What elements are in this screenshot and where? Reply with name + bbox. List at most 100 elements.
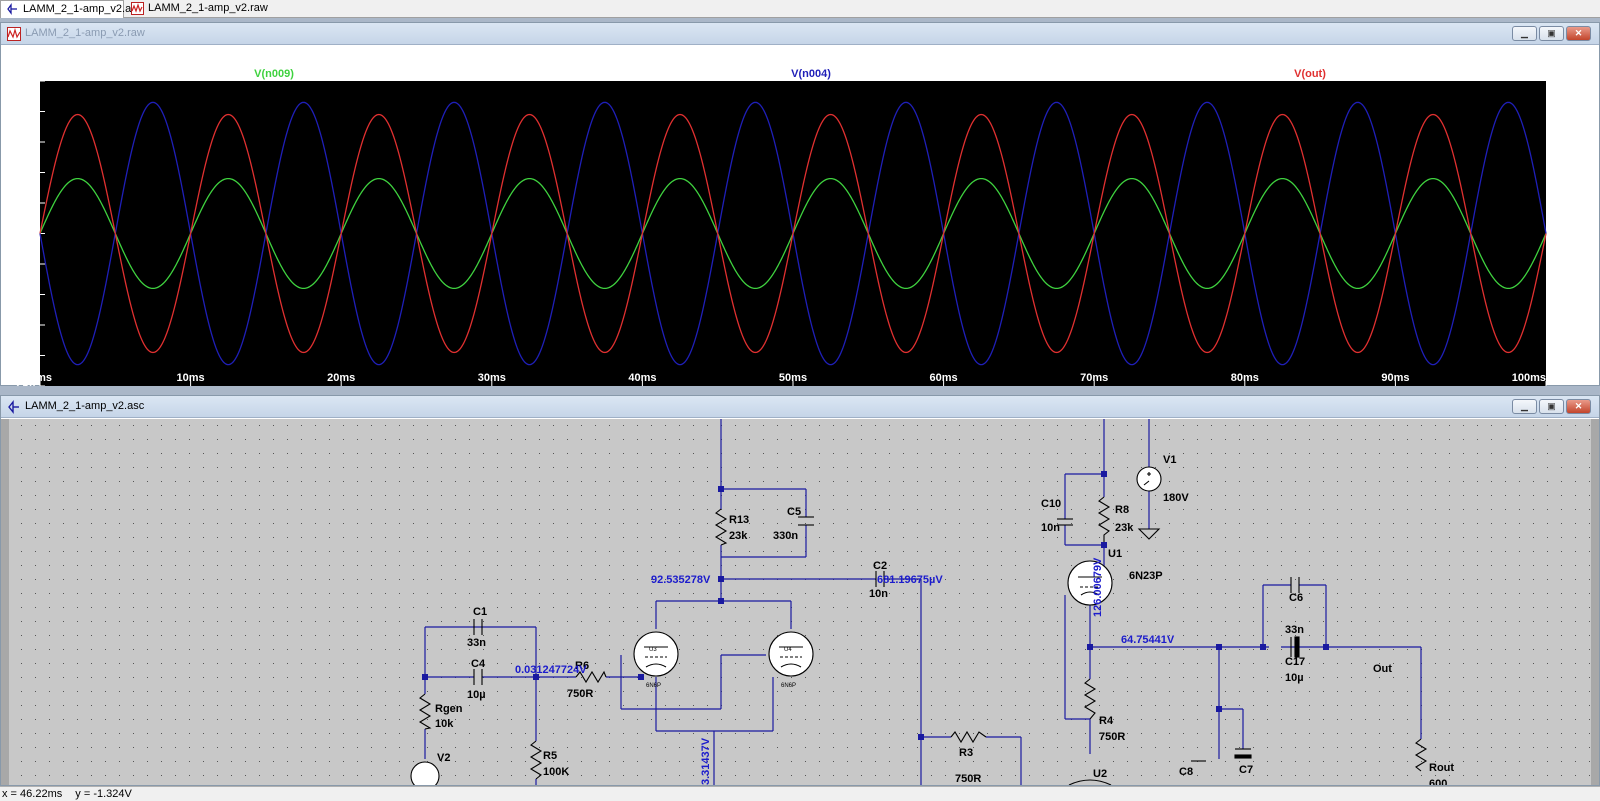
schematic-window-titlebar[interactable]: LAMM_2_1-amp_v2.asc ▁ ▣ ✕	[1, 396, 1599, 418]
close-button[interactable]: ✕	[1566, 399, 1591, 414]
label-r8: R8	[1115, 504, 1129, 516]
label-v1: V1	[1163, 454, 1176, 466]
document-tab-bar: LAMM_2_1-amp_v2.asc LAMM_2_1-amp_v2.raw	[0, 0, 1600, 18]
label-rout: Rout	[1429, 762, 1454, 774]
label-c7: C7	[1239, 764, 1253, 776]
label-v1-value: 180V	[1163, 492, 1189, 504]
schematic-icon	[8, 400, 19, 414]
y-tick-label: 0.5V	[13, 198, 36, 210]
label-c10-value: 10n	[1041, 522, 1060, 534]
x-tick-label: 20ms	[327, 372, 355, 384]
label-c17-value: 10µ	[1285, 672, 1304, 684]
x-tick-label: 40ms	[628, 372, 656, 384]
junctions	[422, 471, 1329, 740]
resistor-r6[interactable]	[575, 670, 607, 684]
y-tick-label: 2.0V	[13, 107, 36, 119]
resistor-rgen[interactable]	[418, 693, 432, 730]
wires	[424, 419, 1422, 785]
resistor-r5[interactable]	[529, 740, 543, 780]
label-c6-value: 33n	[1285, 624, 1304, 636]
tube-right[interactable]	[768, 631, 814, 677]
resistor-r4[interactable]	[1083, 678, 1097, 720]
node-voltage-c2: 681.19675µV	[877, 574, 943, 586]
resistor-r8[interactable]	[1097, 496, 1111, 545]
label-rout-value: 600	[1429, 778, 1447, 785]
resistor-r3[interactable]	[950, 730, 987, 744]
components	[410, 466, 1428, 785]
y-tick-label: 1.0V	[13, 168, 36, 180]
label-c8: C8	[1179, 766, 1193, 778]
schematic-window: LAMM_2_1-amp_v2.asc ▁ ▣ ✕	[0, 395, 1600, 786]
tube-left[interactable]	[633, 631, 679, 677]
label-r6: R6	[575, 660, 589, 672]
x-tick-label: 0ms	[30, 372, 52, 384]
node-voltage-cathode: 3.31437V	[700, 737, 712, 785]
minimize-icon: ▁	[1521, 401, 1528, 411]
window-controls: ▁ ▣ ✕	[1510, 26, 1591, 41]
schematic-icon	[7, 3, 17, 15]
label-c5-value: 330n	[773, 530, 798, 542]
label-r5-value: 100K	[543, 766, 569, 778]
label-r8-value: 23k	[1115, 522, 1134, 534]
tube-u1[interactable]	[1067, 560, 1113, 606]
label-r6-value: 750R	[567, 688, 593, 700]
x-tick-label: 50ms	[779, 372, 807, 384]
label-out: Out	[1373, 663, 1392, 675]
minimize-icon: ▁	[1521, 28, 1528, 38]
label-c5: C5	[787, 506, 801, 518]
node-voltage-u1: 126.00679V	[1092, 557, 1104, 617]
minimize-button[interactable]: ▁	[1512, 26, 1537, 41]
label-c1: C1	[473, 606, 487, 618]
restore-button[interactable]: ▣	[1539, 399, 1564, 414]
cursor-x-readout: x = 46.22ms	[2, 788, 63, 800]
label-r13-value: 23k	[729, 530, 748, 542]
label-v2: V2	[437, 752, 450, 764]
minimize-button[interactable]: ▁	[1512, 399, 1537, 414]
y-tick-label: 0.0V	[13, 229, 36, 241]
schematic-canvas[interactable]: V1 180V C10 10n R8 23k U1 6N23P R13 23k …	[1, 419, 1599, 785]
label-c2: C2	[873, 560, 887, 572]
tab-waveform[interactable]: LAMM_2_1-amp_v2.raw	[126, 0, 268, 18]
label-r13: R13	[729, 514, 749, 526]
node-voltage-out: 64.75441V	[1121, 634, 1175, 646]
label-c2-value: 10n	[869, 588, 888, 600]
voltage-source-v2[interactable]	[410, 761, 440, 785]
legend-entry[interactable]: V(n009)	[254, 68, 294, 80]
x-tick-label: 80ms	[1231, 372, 1259, 384]
y-tick-label: 2.5V	[13, 76, 36, 88]
voltage-source-v1[interactable]	[1136, 466, 1162, 492]
label-tube-left-top: U3	[649, 647, 657, 653]
x-tick-label: 60ms	[930, 372, 958, 384]
resistor-rout[interactable]	[1414, 738, 1428, 772]
tab-label: LAMM_2_1-amp_v2.asc	[23, 3, 143, 15]
restore-button[interactable]: ▣	[1539, 26, 1564, 41]
x-tick-label: 10ms	[177, 372, 205, 384]
y-tick-label: -2.0V	[10, 351, 37, 363]
legend-entry[interactable]: V(n004)	[791, 68, 831, 80]
close-button[interactable]: ✕	[1566, 26, 1591, 41]
legend-entry[interactable]: V(out)	[1294, 68, 1326, 80]
label-r3: R3	[959, 747, 973, 759]
label-r3-value: 750R	[955, 773, 981, 785]
label-u1: U1	[1108, 548, 1122, 560]
restore-icon: ▣	[1547, 28, 1556, 38]
label-u2: U2	[1093, 768, 1107, 780]
resistor-r13[interactable]	[714, 508, 728, 546]
close-icon: ✕	[1574, 401, 1583, 411]
label-rgen-value: 10k	[435, 718, 454, 730]
waveform-plot[interactable]: 2.5V2.0V1.5V1.0V0.5V0.0V-0.5V-1.0V-1.5V-…	[1, 46, 1599, 386]
node-voltage-input: 0.031247724V	[515, 664, 587, 676]
tab-schematic[interactable]: LAMM_2_1-amp_v2.asc	[0, 0, 142, 18]
waveform-window-titlebar[interactable]: LAMM_2_1-amp_v2.raw ▁ ▣ ✕	[1, 23, 1599, 45]
x-tick-label: 30ms	[478, 372, 506, 384]
label-u1-value: 6N23P	[1129, 570, 1163, 582]
label-r5: R5	[543, 750, 557, 762]
window-controls: ▁ ▣ ✕	[1510, 399, 1591, 414]
y-tick-label: -1.0V	[10, 290, 37, 302]
label-c1-value: 33n	[467, 637, 486, 649]
label-c17: C17	[1285, 656, 1305, 668]
schematic-grid[interactable]	[9, 419, 1591, 785]
status-bar: x = 46.22ms y = -1.324V	[0, 786, 1600, 801]
label-c4-value: 10µ	[467, 689, 486, 701]
label-r4: R4	[1099, 715, 1114, 727]
